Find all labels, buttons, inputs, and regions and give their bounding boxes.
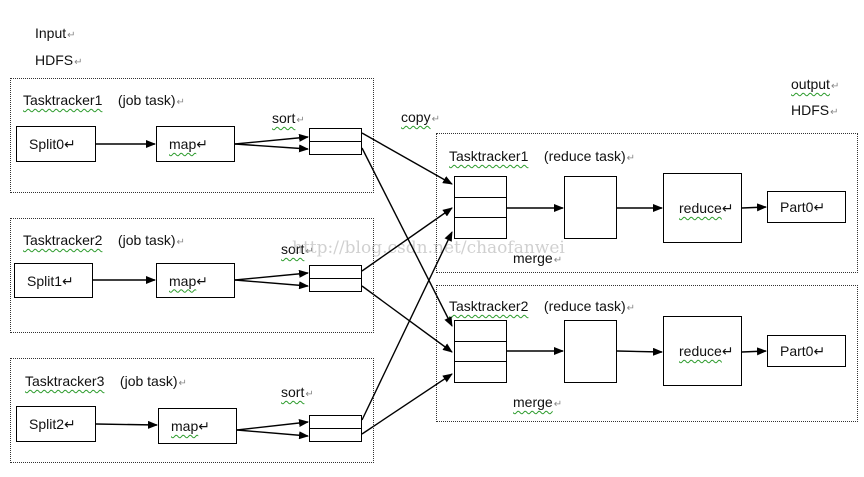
input-label: Input↵ — [35, 25, 76, 41]
map-tracker-1-title: Tasktracker1 (job task)↵ — [23, 92, 185, 108]
merge-1-box — [564, 176, 617, 239]
input-hdfs-label: HDFS↵ — [35, 52, 83, 68]
reduce-tracker-2-title: Tasktracker2 (reduce task)↵ — [449, 298, 636, 314]
sort-3-buffer — [309, 415, 362, 442]
merge-1-label: merge↵ — [513, 250, 563, 266]
watermark-text: http://blog.csdn.net/chaofanwei — [292, 238, 565, 258]
map-1-box: map↵ — [156, 126, 235, 162]
copy-label: copy↵ — [401, 109, 440, 125]
reduce-2-box: reduce↵ — [663, 316, 742, 386]
sort-1-buffer — [309, 128, 362, 155]
sort-3-label: sort↵ — [281, 384, 314, 400]
map-2-box: map↵ — [156, 263, 235, 298]
merge-2-label: merge↵ — [513, 394, 563, 410]
map-3-box: map↵ — [158, 408, 237, 444]
split-2-box: Split2↵ — [16, 406, 96, 442]
part-0-box-1: Part0↵ — [767, 191, 846, 223]
map-tracker-2-title: Tasktracker2 (job task)↵ — [23, 232, 185, 248]
output-hdfs-label: HDFS↵ — [791, 102, 839, 118]
sort-2-buffer — [309, 265, 362, 292]
output-label: output↵ — [791, 76, 840, 92]
sort-1-label: sort↵ — [272, 110, 305, 126]
reduce-tracker-1-title: Tasktracker1 (reduce task)↵ — [449, 148, 636, 164]
split-1-box: Split1↵ — [14, 263, 93, 298]
part-0-box-2: Part0↵ — [767, 335, 846, 367]
split-0-box: Split0↵ — [16, 126, 96, 162]
merge-2-buffer — [454, 320, 507, 383]
reduce-1-box: reduce↵ — [663, 173, 742, 243]
sort-2-label: sort↵ — [281, 241, 314, 257]
merge-2-box — [564, 320, 617, 383]
map-tracker-3-title: Tasktracker3 (job task)↵ — [25, 373, 187, 389]
merge-1-buffer — [454, 176, 507, 239]
